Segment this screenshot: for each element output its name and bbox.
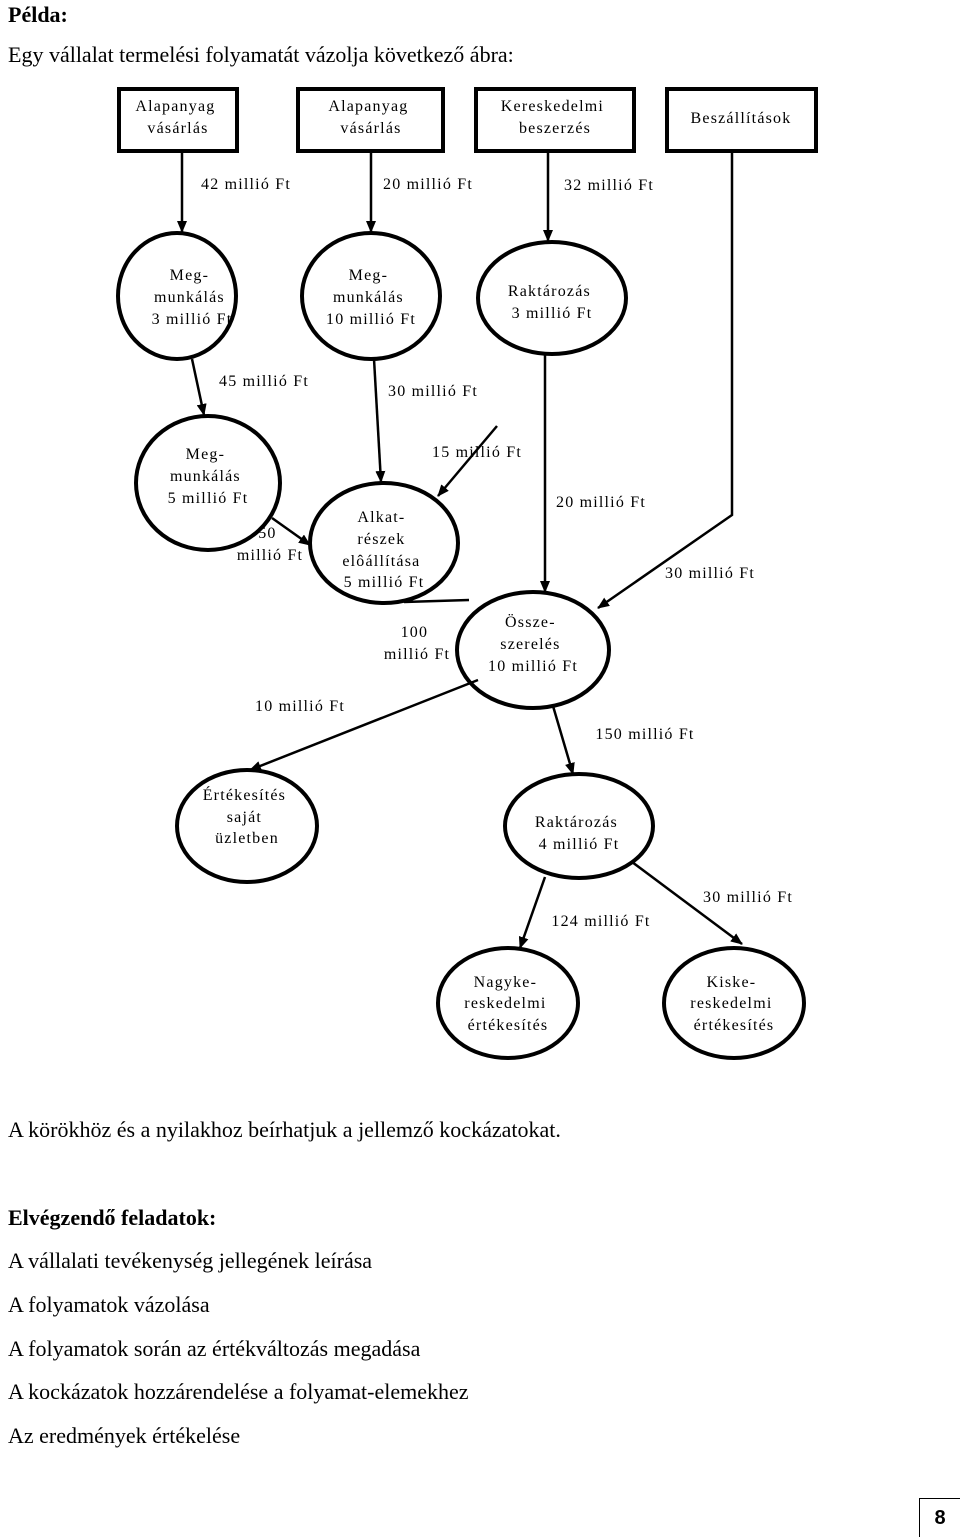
box-beszallitasok [665,87,818,153]
arrow-124 [518,876,547,949]
node-osszeszereles [455,590,611,710]
node-raktarozas-4 [503,772,655,880]
flow-label-150: 150 millió Ft [595,726,694,743]
flow-label-10: 10 millió Ft [255,698,345,715]
box-alapanyag-1 [117,87,239,153]
node-alkatreszek-label: Alkat- részek elôállítása 5 millió Ft [342,509,425,591]
task-item: A folyamatok során az értékváltozás mega… [8,1336,421,1361]
flow-label-15: 15 millió Ft [432,444,522,461]
node-megmunkalas-5-label: Meg- munkálás 5 millió Ft [168,446,249,507]
arrow-30a [372,358,386,483]
node-megmunkalas-10 [300,231,442,361]
task-item: A folyamatok vázolása [8,1292,210,1317]
node-megmunkalas-10-label: Meg- munkálás 10 millió Ft [326,267,416,328]
node-nagyker-label: Nagyke- reskedelmi értékesítés [464,974,551,1034]
flow-label-30c: 30 millió Ft [703,889,793,906]
task-item: Az eredmények értékelése [8,1423,241,1448]
arrow-10 [249,678,479,772]
node-raktarozas-3 [476,240,628,356]
box-kereskedelmi-label: Kereskedelmi beszerzés [501,98,609,137]
flow-label-100: 100 millió Ft [384,624,450,663]
box-alapanyag-1-label: Alapanyag vásárlás [135,98,220,137]
arrow-50 [271,516,311,547]
node-kisker-label: Kiske- reskedelmi értékesítés [690,974,777,1034]
node-nagykereskedelmi [436,946,580,1060]
task-item: A kockázatok hozzárendelése a folyamat-e… [8,1379,469,1404]
node-megmunkalas-3-label: Meg- munkálás 3 millió Ft [152,267,233,328]
node-ertekesites-label: Értékesítés saját üzletben [203,785,292,847]
node-raktarozas-3-label: Raktározás 3 millió Ft [508,283,596,322]
flow-label-42: 42 millió Ft [201,176,291,193]
page-heading: Példa: [8,2,68,27]
node-osszeszereles-label: Össze- szerelés 10 millió Ft [488,613,578,675]
flow-label-124: 124 millió Ft [551,913,650,930]
arrow-100 [403,598,470,604]
node-raktarozas-4-label: Raktározás 4 millió Ft [535,814,623,853]
flow-label-32: 32 millió Ft [564,177,654,194]
box-beszallitasok-label: Beszállítások [691,110,792,127]
flow-label-45: 45 millió Ft [219,373,309,390]
arrow-45 [190,358,207,416]
intro-text: Egy vállalat termelési folyamatát vázolj… [8,42,514,67]
flow-label-30b: 30 millió Ft [665,565,755,582]
flow-label-50: 50 millió Ft [237,525,303,564]
arrow-150 [551,705,575,775]
process-flow-diagram: Alapanyag vásárlás Alapanyag vásárlás Ke… [116,87,818,1060]
node-megmunkalas-3 [116,231,238,361]
tasks-heading: Elvégzendő feladatok: [8,1205,217,1230]
task-item: A vállalati tevékenység jellegének leírá… [8,1248,373,1273]
note-text: A körökhöz és a nyilakhoz beírhatjuk a j… [8,1117,561,1142]
page-number: 8 [919,1498,960,1537]
arrow-30c [631,860,743,946]
arrow-15 [437,425,498,497]
node-megmunkalas-5 [134,414,282,552]
box-alapanyag-2-label: Alapanyag vásárlás [328,98,413,137]
box-kereskedelmi-beszerzes [474,87,636,153]
flow-label-20b: 20 millió Ft [556,494,646,511]
flow-label-30a: 30 millió Ft [388,383,478,400]
arrow-30b [597,151,734,610]
flow-label-20a: 20 millió Ft [383,176,473,193]
node-kiskereskedelmi [662,946,806,1060]
node-ertekesites-sajat [175,768,319,884]
